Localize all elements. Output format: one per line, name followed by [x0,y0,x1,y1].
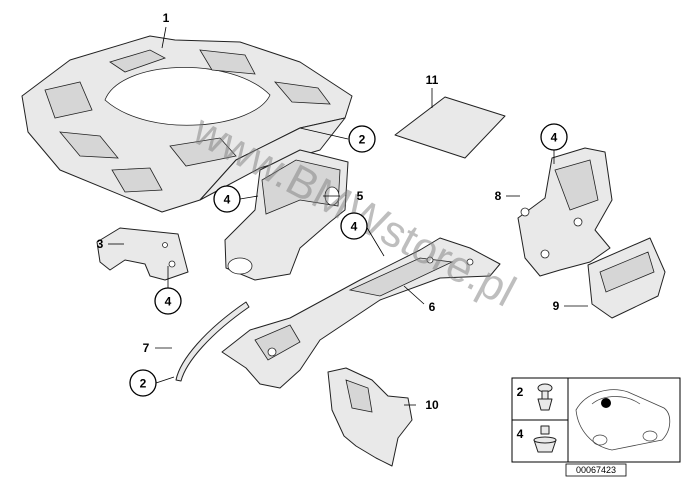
part-9-insulation-panel [587,237,666,319]
svg-text:11: 11 [426,73,439,87]
callout-11: 11 [426,73,439,87]
callout-9: 9 [553,299,560,313]
part-7-strip [175,301,250,382]
callout-4-center: 4 [340,212,368,240]
callout-7: 7 [143,341,150,355]
callout-2-bottom: 2 [129,369,157,397]
reference-number: 00067423 [565,463,627,477]
part-6-long-rail [221,237,501,389]
svg-text:4: 4 [551,131,558,145]
svg-text:4: 4 [351,220,358,234]
svg-text:5: 5 [357,189,364,203]
svg-text:9: 9 [553,299,560,313]
callout-6: 6 [429,300,436,314]
svg-text:6: 6 [429,300,436,314]
callout-3: 3 [97,237,104,251]
svg-text:00067423: 00067423 [576,465,616,475]
svg-text:2: 2 [140,377,147,391]
part-1-trunk-lining [21,35,353,213]
leader-lines [108,26,588,406]
svg-text:2: 2 [359,133,366,147]
clip-fastener-icon [537,383,553,411]
svg-text:4: 4 [165,295,172,309]
callout-5: 5 [357,189,364,203]
callout-4-right: 4 [540,123,568,151]
part-3-bracket [96,227,189,281]
callout-2-top: 2 [348,125,376,153]
svg-text:8: 8 [495,189,502,203]
svg-text:1: 1 [163,11,170,25]
callout-4-lower: 4 [154,287,182,315]
callout-1: 1 [163,11,170,25]
callout-8: 8 [495,189,502,203]
callout-10: 10 [425,398,439,412]
part-5-wheel-arch [224,149,349,281]
inset-row-2: 2 [517,383,553,411]
svg-text:4: 4 [224,193,231,207]
inset-row-4: 4 [517,425,557,453]
svg-text:7: 7 [143,341,150,355]
part-11-sheet [394,96,506,159]
svg-text:2: 2 [517,385,524,399]
svg-text:3: 3 [97,237,104,251]
svg-text:10: 10 [425,398,439,412]
location-marker-icon [601,398,611,408]
callout-4-left: 4 [213,185,241,213]
car-location-icon [575,389,671,451]
part-10-cover [327,367,413,467]
nut-fastener-icon [533,425,557,453]
svg-text:4: 4 [517,427,524,441]
inset-box: 2 4 [511,377,681,463]
part-8-side-panel [517,147,613,277]
